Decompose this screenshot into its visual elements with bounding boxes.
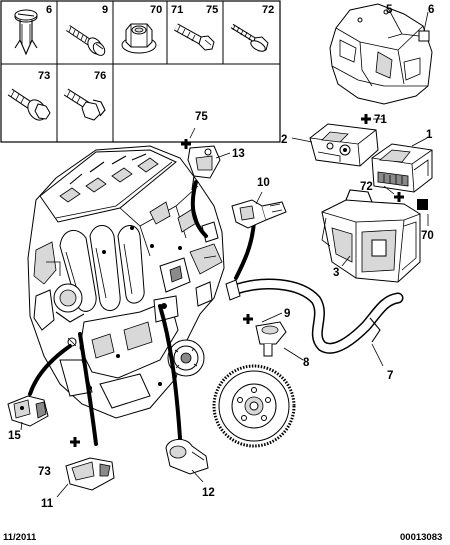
callout-7[interactable]: 7 <box>387 370 393 382</box>
ecu-module[interactable] <box>371 143 433 193</box>
callout-13[interactable]: 13 <box>232 148 245 160</box>
hw-label-71: 71 <box>171 4 183 16</box>
ecu-cover[interactable] <box>329 3 433 105</box>
callout-6[interactable]: 6 <box>428 4 434 16</box>
callout-10[interactable]: 10 <box>257 177 270 189</box>
callout-12[interactable]: 12 <box>202 487 215 499</box>
callout-labels: 5 6 1 2 71 75 13 10 72 70 3 9 8 7 15 73 … <box>8 4 434 510</box>
hw-cell-70[interactable]: 70 <box>121 4 162 54</box>
ecu-bracket[interactable] <box>309 123 379 167</box>
plus-markers <box>70 114 404 447</box>
hw-label-6: 6 <box>46 4 52 16</box>
sensor-15[interactable] <box>7 395 49 427</box>
washer-screw-icon <box>66 25 106 56</box>
plus-icon-71 <box>361 114 371 124</box>
callout-1[interactable]: 1 <box>426 129 433 141</box>
sensor-10[interactable] <box>231 199 287 229</box>
flywheel[interactable] <box>212 364 296 448</box>
hw-label-76: 76 <box>94 70 106 82</box>
flange-nut-icon <box>121 23 157 54</box>
footer-code: 00013083 <box>400 532 442 543</box>
callout-5[interactable]: 5 <box>386 4 393 16</box>
footer-date: 11/2011 <box>3 532 37 543</box>
hw-label-73: 73 <box>38 70 50 82</box>
callout-8[interactable]: 8 <box>303 357 310 369</box>
callout-15[interactable]: 15 <box>8 430 21 442</box>
plus-icon-73 <box>70 437 80 447</box>
hw-cell-72[interactable]: 72 <box>230 4 274 53</box>
fastener-marker-70 <box>417 199 428 210</box>
plus-icon-9 <box>243 314 253 324</box>
sensor-13[interactable] <box>187 145 221 191</box>
bolt-washer-icon <box>7 88 51 121</box>
leader-lines <box>20 7 429 498</box>
bolt-spacer-icon <box>63 88 106 121</box>
plus-icon-75 <box>181 139 191 149</box>
callout-2[interactable]: 2 <box>281 134 287 146</box>
harness-leads <box>28 180 256 446</box>
hw-cell-76[interactable]: 76 <box>63 70 106 121</box>
battery-tray[interactable] <box>321 189 421 283</box>
callout-71[interactable]: 71 <box>374 114 387 126</box>
callout-11[interactable]: 11 <box>41 498 54 510</box>
sensor-11[interactable] <box>65 457 115 491</box>
callout-9[interactable]: 9 <box>284 308 290 320</box>
hw-label-9: 9 <box>102 4 108 16</box>
clip-marker-6 <box>418 30 430 42</box>
hw-label-70: 70 <box>150 4 162 16</box>
wiring-loom[interactable] <box>225 278 404 354</box>
hw-cell-6[interactable]: 6 <box>14 4 52 56</box>
hw-cell-71[interactable]: 71 <box>171 4 215 51</box>
callout-73[interactable]: 73 <box>38 466 51 478</box>
hw-cell-73[interactable]: 73 <box>7 70 51 124</box>
hw-label-75: 75 <box>206 4 218 16</box>
sensor-12[interactable] <box>165 439 209 475</box>
plus-icon-72 <box>394 192 404 202</box>
tapping-screw-icon <box>230 23 269 52</box>
callout-3[interactable]: 3 <box>333 267 339 279</box>
callout-72[interactable]: 72 <box>360 181 373 193</box>
callout-70[interactable]: 70 <box>421 230 434 242</box>
hw-cell-9[interactable]: 9 <box>66 4 108 58</box>
callout-75[interactable]: 75 <box>195 111 208 123</box>
hw-label-72: 72 <box>262 4 274 16</box>
sensor-8[interactable] <box>255 321 287 357</box>
clip-icon <box>14 9 38 56</box>
hw-cell-75[interactable]: 75 <box>206 4 218 16</box>
hardware-grid: 6 9 70 <box>0 0 281 143</box>
hex-bolt-icon <box>174 23 215 51</box>
